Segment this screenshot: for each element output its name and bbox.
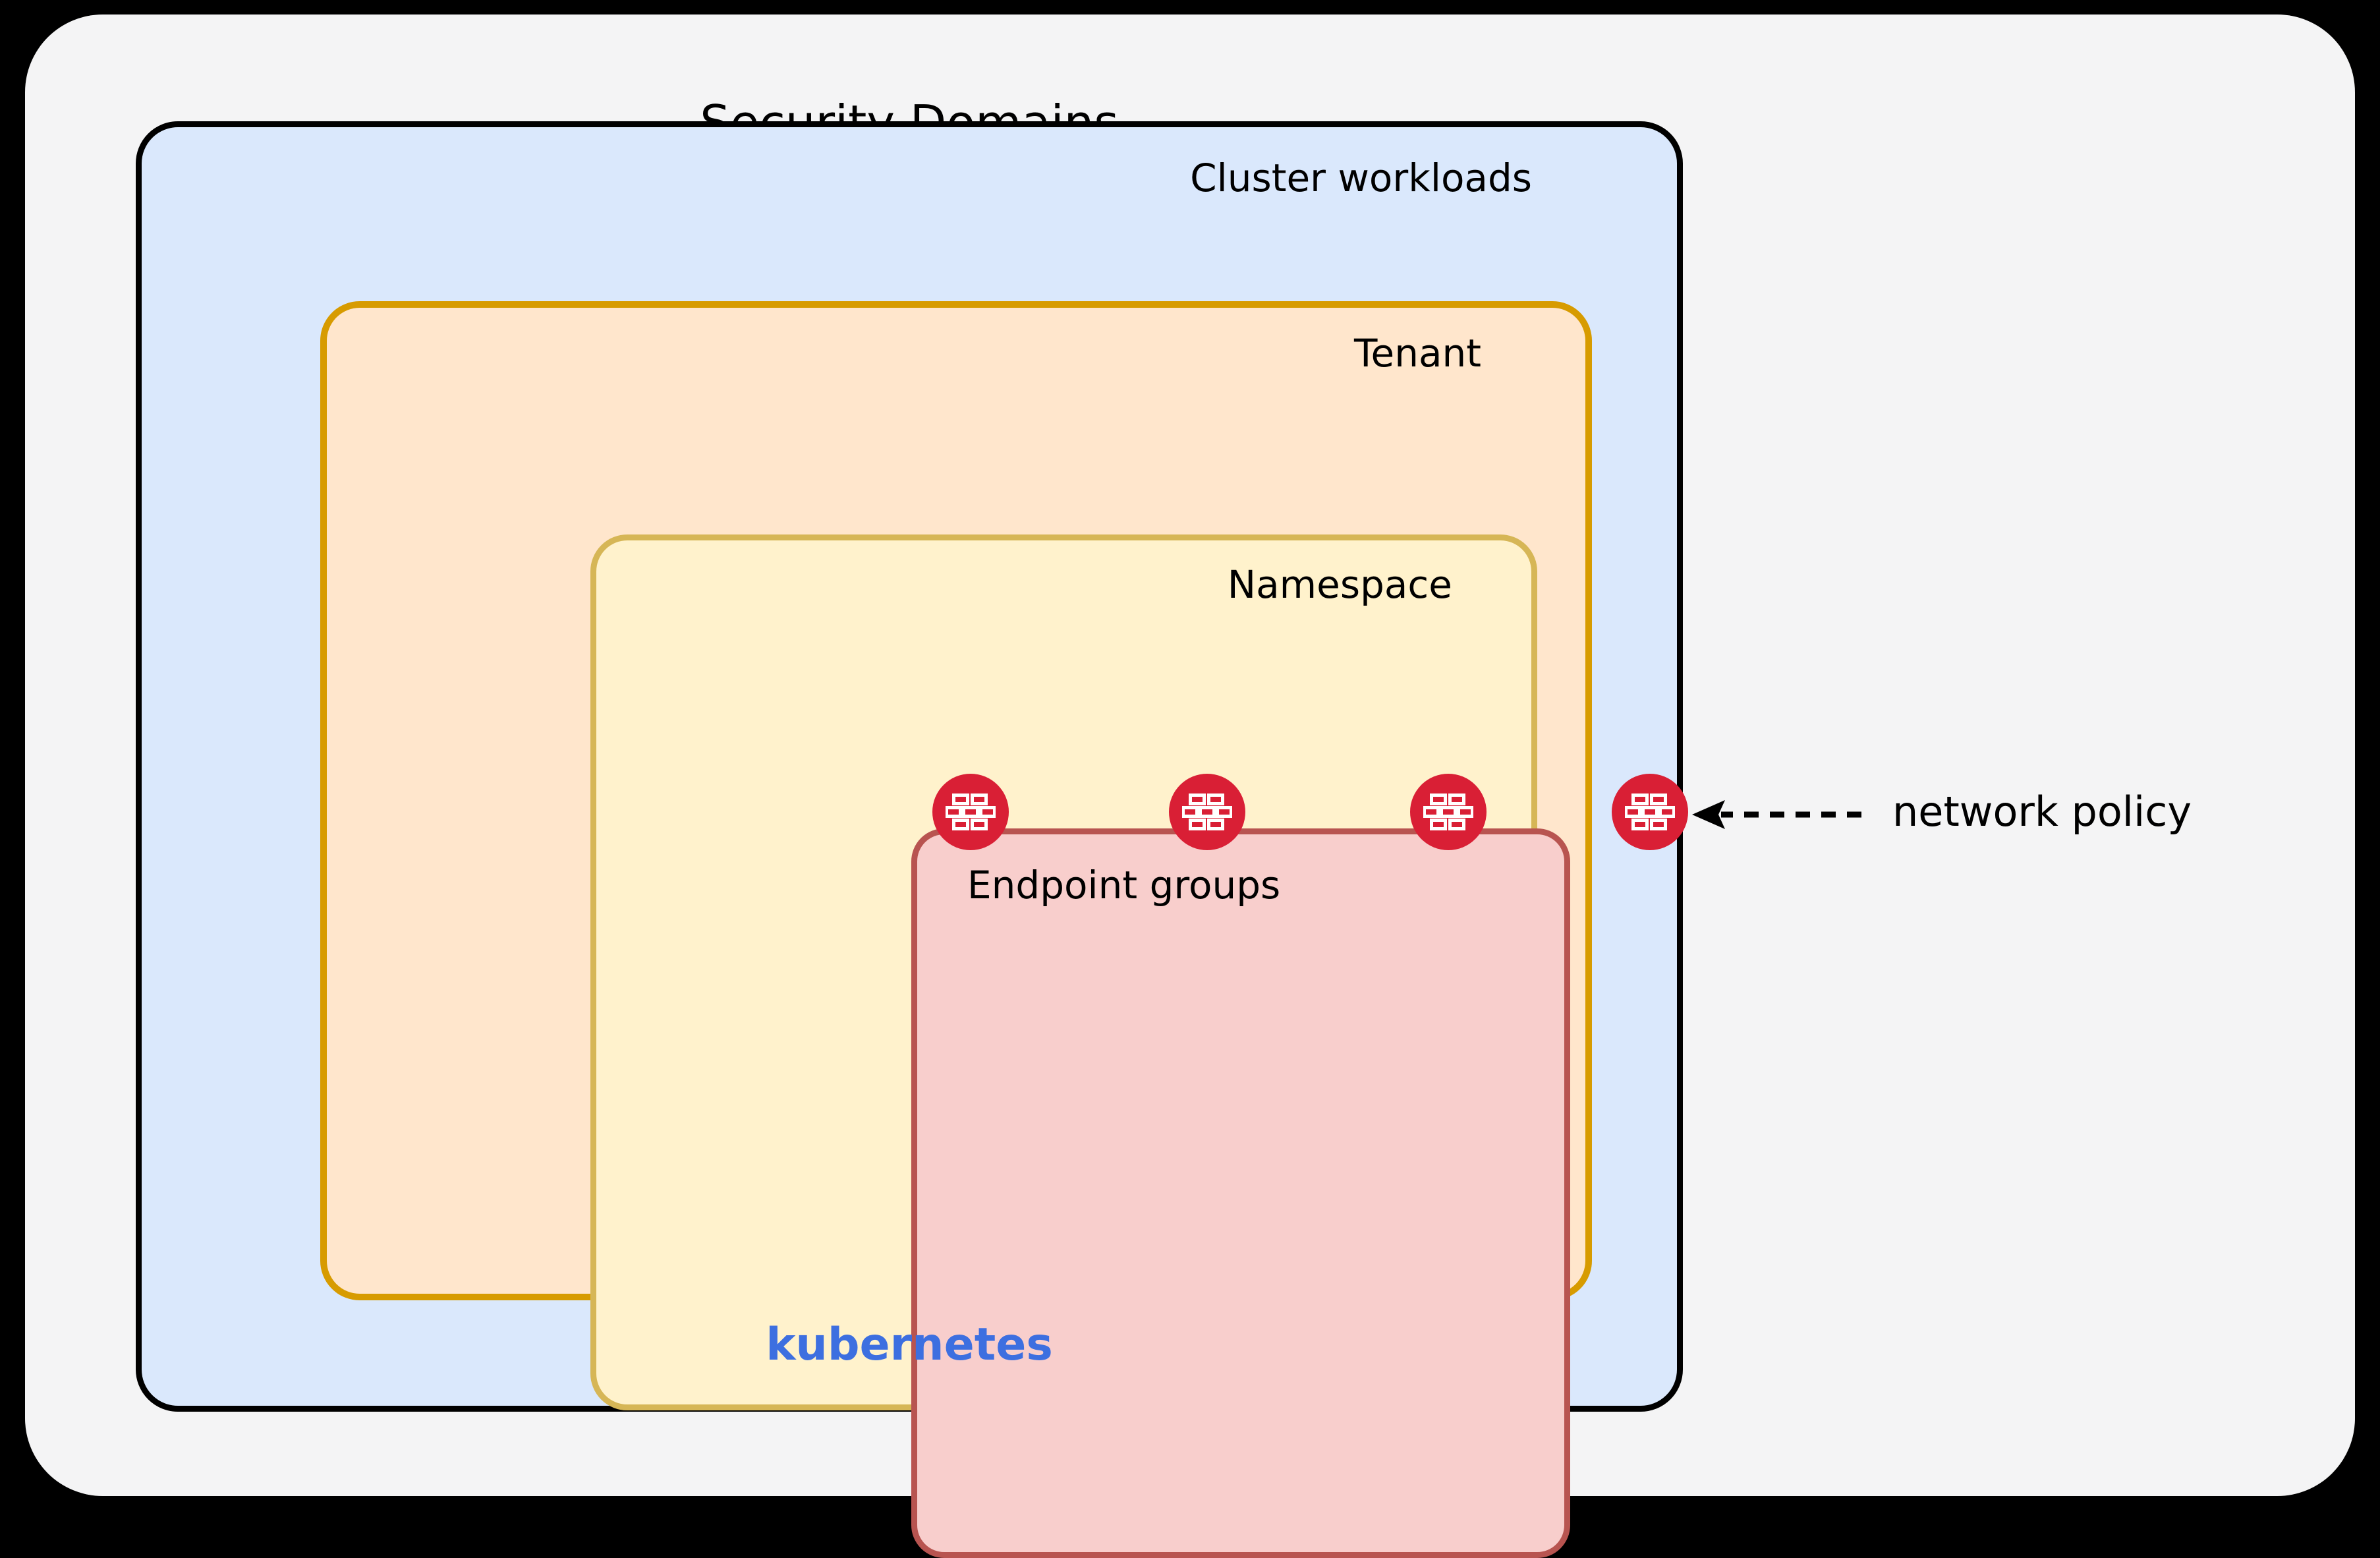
brick-wall-firewall-icon xyxy=(946,793,996,830)
kubernetes-wordmark: kubernetes xyxy=(766,1319,1053,1371)
domain-label-tenant: Tenant xyxy=(1353,331,1481,376)
diagram-canvas: Security Domains Cluster workloads Tenan… xyxy=(25,14,2355,1558)
firewall-marker-endpoint-groups-boundary[interactable] xyxy=(932,774,1009,850)
domain-box-endpoint-groups: Endpoint groups xyxy=(911,828,1570,1558)
brick-wall-firewall-icon xyxy=(1625,793,1675,830)
domain-label-endpoint-groups: Endpoint groups xyxy=(967,863,1281,908)
network-policy-annotation: network policy xyxy=(1687,776,2280,853)
domain-label-cluster-workloads: Cluster workloads xyxy=(1190,156,1532,200)
dashed-left-arrow-icon xyxy=(1692,800,1861,829)
firewall-marker-tenant-boundary[interactable] xyxy=(1410,774,1487,850)
brick-wall-firewall-icon xyxy=(1182,793,1232,830)
domain-label-namespace: Namespace xyxy=(1227,562,1452,607)
brick-wall-firewall-icon xyxy=(1423,793,1473,830)
domain-box-namespace: Namespace Endpoint groups xyxy=(590,534,1570,1558)
firewall-marker-cluster-workloads-boundary[interactable] xyxy=(1612,774,1688,850)
network-policy-label: network policy xyxy=(1892,788,2192,836)
firewall-marker-namespace-boundary[interactable] xyxy=(1169,774,1245,850)
outer-panel: Security Domains Cluster workloads Tenan… xyxy=(25,14,2355,1558)
domain-box-cluster-workloads: Cluster workloads Tenant Namespace Endpo… xyxy=(136,121,1683,1558)
